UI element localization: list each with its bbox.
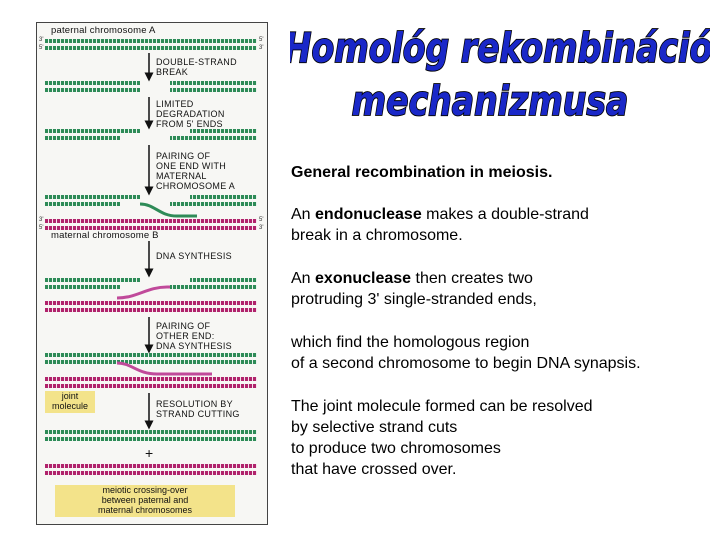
joint-molecule-label: joint molecule: [45, 391, 95, 413]
maternal-strand: [45, 471, 257, 475]
paragraph-exonuclease: An exonuclease then creates two protrudi…: [291, 268, 711, 310]
step-label: PAIRING OF: [156, 151, 210, 161]
paragraph-resolution: The joint molecule formed can be resolve…: [291, 396, 711, 480]
recombination-diagram: paternal chromosome A 3' 5' 5' 3' DOUBLE…: [36, 22, 268, 525]
end-label: 3': [39, 37, 43, 43]
keyword-exonuclease: exonuclease: [315, 270, 411, 287]
end-label: 5': [39, 45, 43, 51]
step-label: DNA SYNTHESIS: [156, 341, 232, 351]
step-label: CHROMOSOME A: [156, 181, 235, 191]
maternal-strand: [45, 301, 257, 305]
step-label: RESOLUTION BY: [156, 399, 233, 409]
step-label: MATERNAL: [156, 171, 207, 181]
paternal-strand: [170, 202, 257, 206]
step-label: ONE END WITH: [156, 161, 226, 171]
plus-sign: +: [145, 445, 153, 461]
title-line-2: mechanizmusa: [352, 77, 629, 123]
step-label: LIMITED: [156, 99, 194, 109]
step-label: BREAK: [156, 67, 188, 77]
paragraph-endonuclease: An endonuclease makes a double-strand br…: [291, 204, 711, 246]
paternal-strand: [45, 278, 140, 282]
end-label: 3': [39, 217, 43, 223]
title-line-1: Homológ rekombináció: [290, 23, 710, 72]
description-text: General recombination in meiosis. An end…: [291, 162, 711, 480]
joint-molecule-line: joint: [45, 391, 95, 401]
paternal-strand: [190, 278, 257, 282]
step-label: OTHER END:: [156, 331, 215, 341]
maternal-strand: [45, 464, 257, 468]
step-label: STRAND CUTTING: [156, 409, 240, 419]
paternal-strand: [45, 353, 257, 357]
paternal-strand: [45, 39, 257, 43]
paternal-strand: [45, 360, 257, 364]
step-label: FROM 5' ENDS: [156, 119, 223, 129]
crossed-strand: [117, 363, 212, 374]
paternal-strand: [170, 285, 257, 289]
maternal-label: maternal chromosome B: [51, 231, 159, 241]
paternal-strand: [170, 88, 257, 92]
paternal-strand: [45, 129, 140, 133]
slide-title: Homológ rekombináció mechanizmusa: [290, 18, 710, 123]
end-label: 3': [259, 45, 263, 51]
paternal-strand: [170, 136, 257, 140]
paternal-label: paternal chromosome A: [51, 26, 156, 36]
maternal-strand: [45, 384, 257, 388]
maternal-strand: [45, 219, 257, 223]
step-label: PAIRING OF: [156, 321, 210, 331]
paternal-strand: [45, 88, 140, 92]
paternal-strand: [45, 285, 120, 289]
step-label: DEGRADATION: [156, 109, 225, 119]
end-label: 5': [259, 37, 263, 43]
crossing-over-line: maternal chromosomes: [55, 505, 235, 515]
paternal-strand: [190, 195, 257, 199]
paternal-strand: [45, 46, 257, 50]
end-label: 3': [259, 225, 263, 231]
keyword-endonuclease: endonuclease: [315, 206, 422, 223]
end-label: 5': [259, 217, 263, 223]
paragraph-synapsis: which find the homologous region of a se…: [291, 332, 711, 374]
maternal-strand: [45, 377, 257, 381]
paternal-strand: [45, 81, 140, 85]
joint-molecule-line: molecule: [45, 401, 95, 411]
paternal-strand: [45, 437, 257, 441]
step-label: DOUBLE-STRAND: [156, 57, 237, 67]
paternal-strand: [170, 81, 257, 85]
paternal-strand: [45, 430, 257, 434]
maternal-strand: [45, 308, 257, 312]
paternal-strand: [190, 129, 257, 133]
paternal-strand: [45, 136, 120, 140]
description-heading: General recombination in meiosis.: [291, 162, 711, 183]
crossing-over-label: meiotic crossing-over between paternal a…: [55, 485, 235, 517]
end-label: 5': [39, 225, 43, 231]
crossing-over-line: between paternal and: [55, 495, 235, 505]
paternal-strand: [45, 202, 120, 206]
paternal-strand: [45, 195, 140, 199]
crossing-over-line: meiotic crossing-over: [55, 485, 235, 495]
step-label: DNA SYNTHESIS: [156, 251, 232, 261]
